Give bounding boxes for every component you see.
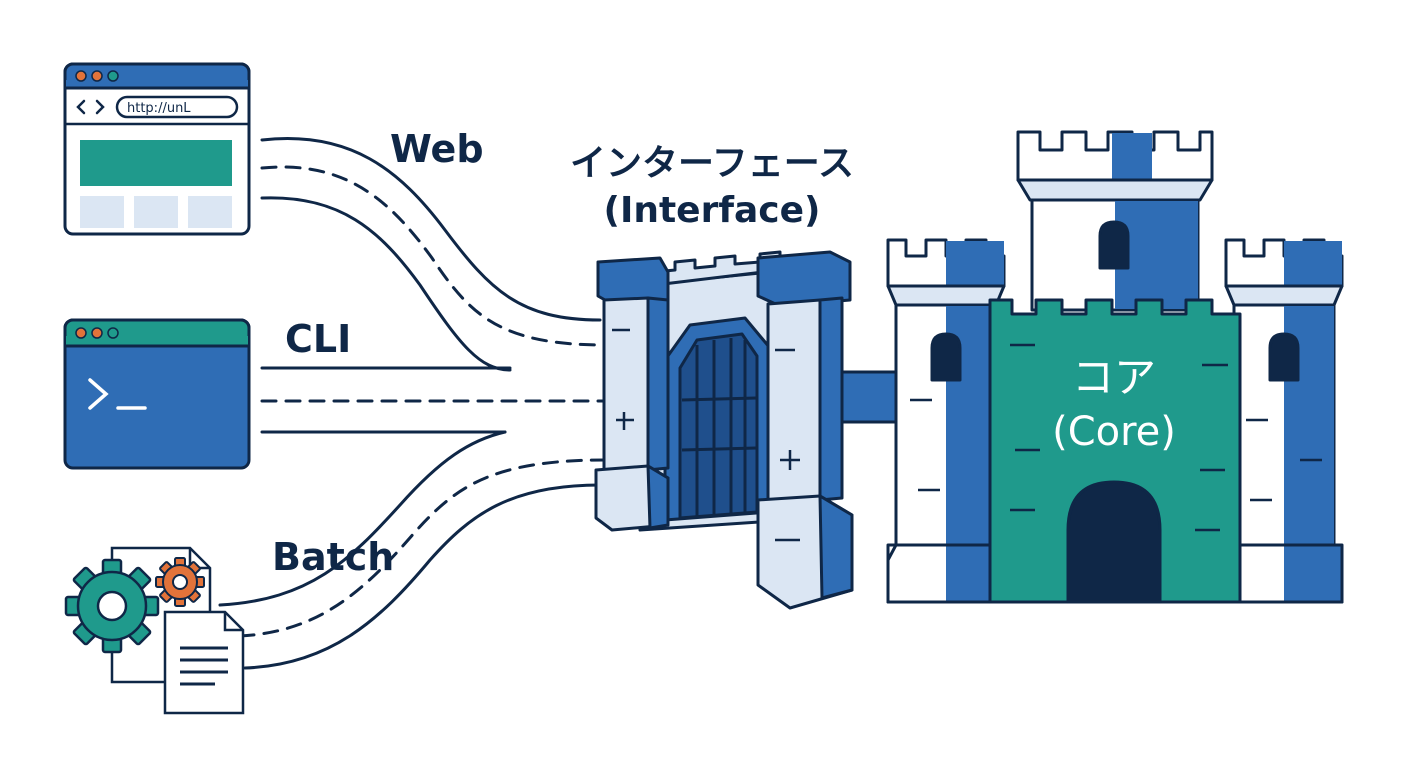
cli-road xyxy=(260,366,607,434)
batch-road xyxy=(218,430,607,670)
terminal-window-icon xyxy=(63,318,251,470)
url-text: http://unL xyxy=(127,101,191,116)
core-title-en: (Core) xyxy=(1052,409,1176,455)
batch-icon xyxy=(64,546,245,715)
castle-icon xyxy=(886,130,1344,604)
web-road xyxy=(260,137,607,372)
cli-label: CLI xyxy=(285,317,351,361)
batch-label: Batch xyxy=(272,535,394,579)
gate-core-connector xyxy=(836,370,904,424)
interface-title-en: (Interface) xyxy=(603,190,820,231)
core-title-jp: コア xyxy=(1072,353,1156,402)
roads xyxy=(218,137,607,670)
document-icon xyxy=(163,610,245,715)
gear-icon xyxy=(155,557,205,607)
interface-title-jp: インターフェース xyxy=(570,143,854,184)
browser-window-icon: http://unL xyxy=(63,62,251,236)
gate-icon xyxy=(594,250,854,610)
web-label: Web xyxy=(390,127,484,171)
gear-icon xyxy=(64,558,160,654)
